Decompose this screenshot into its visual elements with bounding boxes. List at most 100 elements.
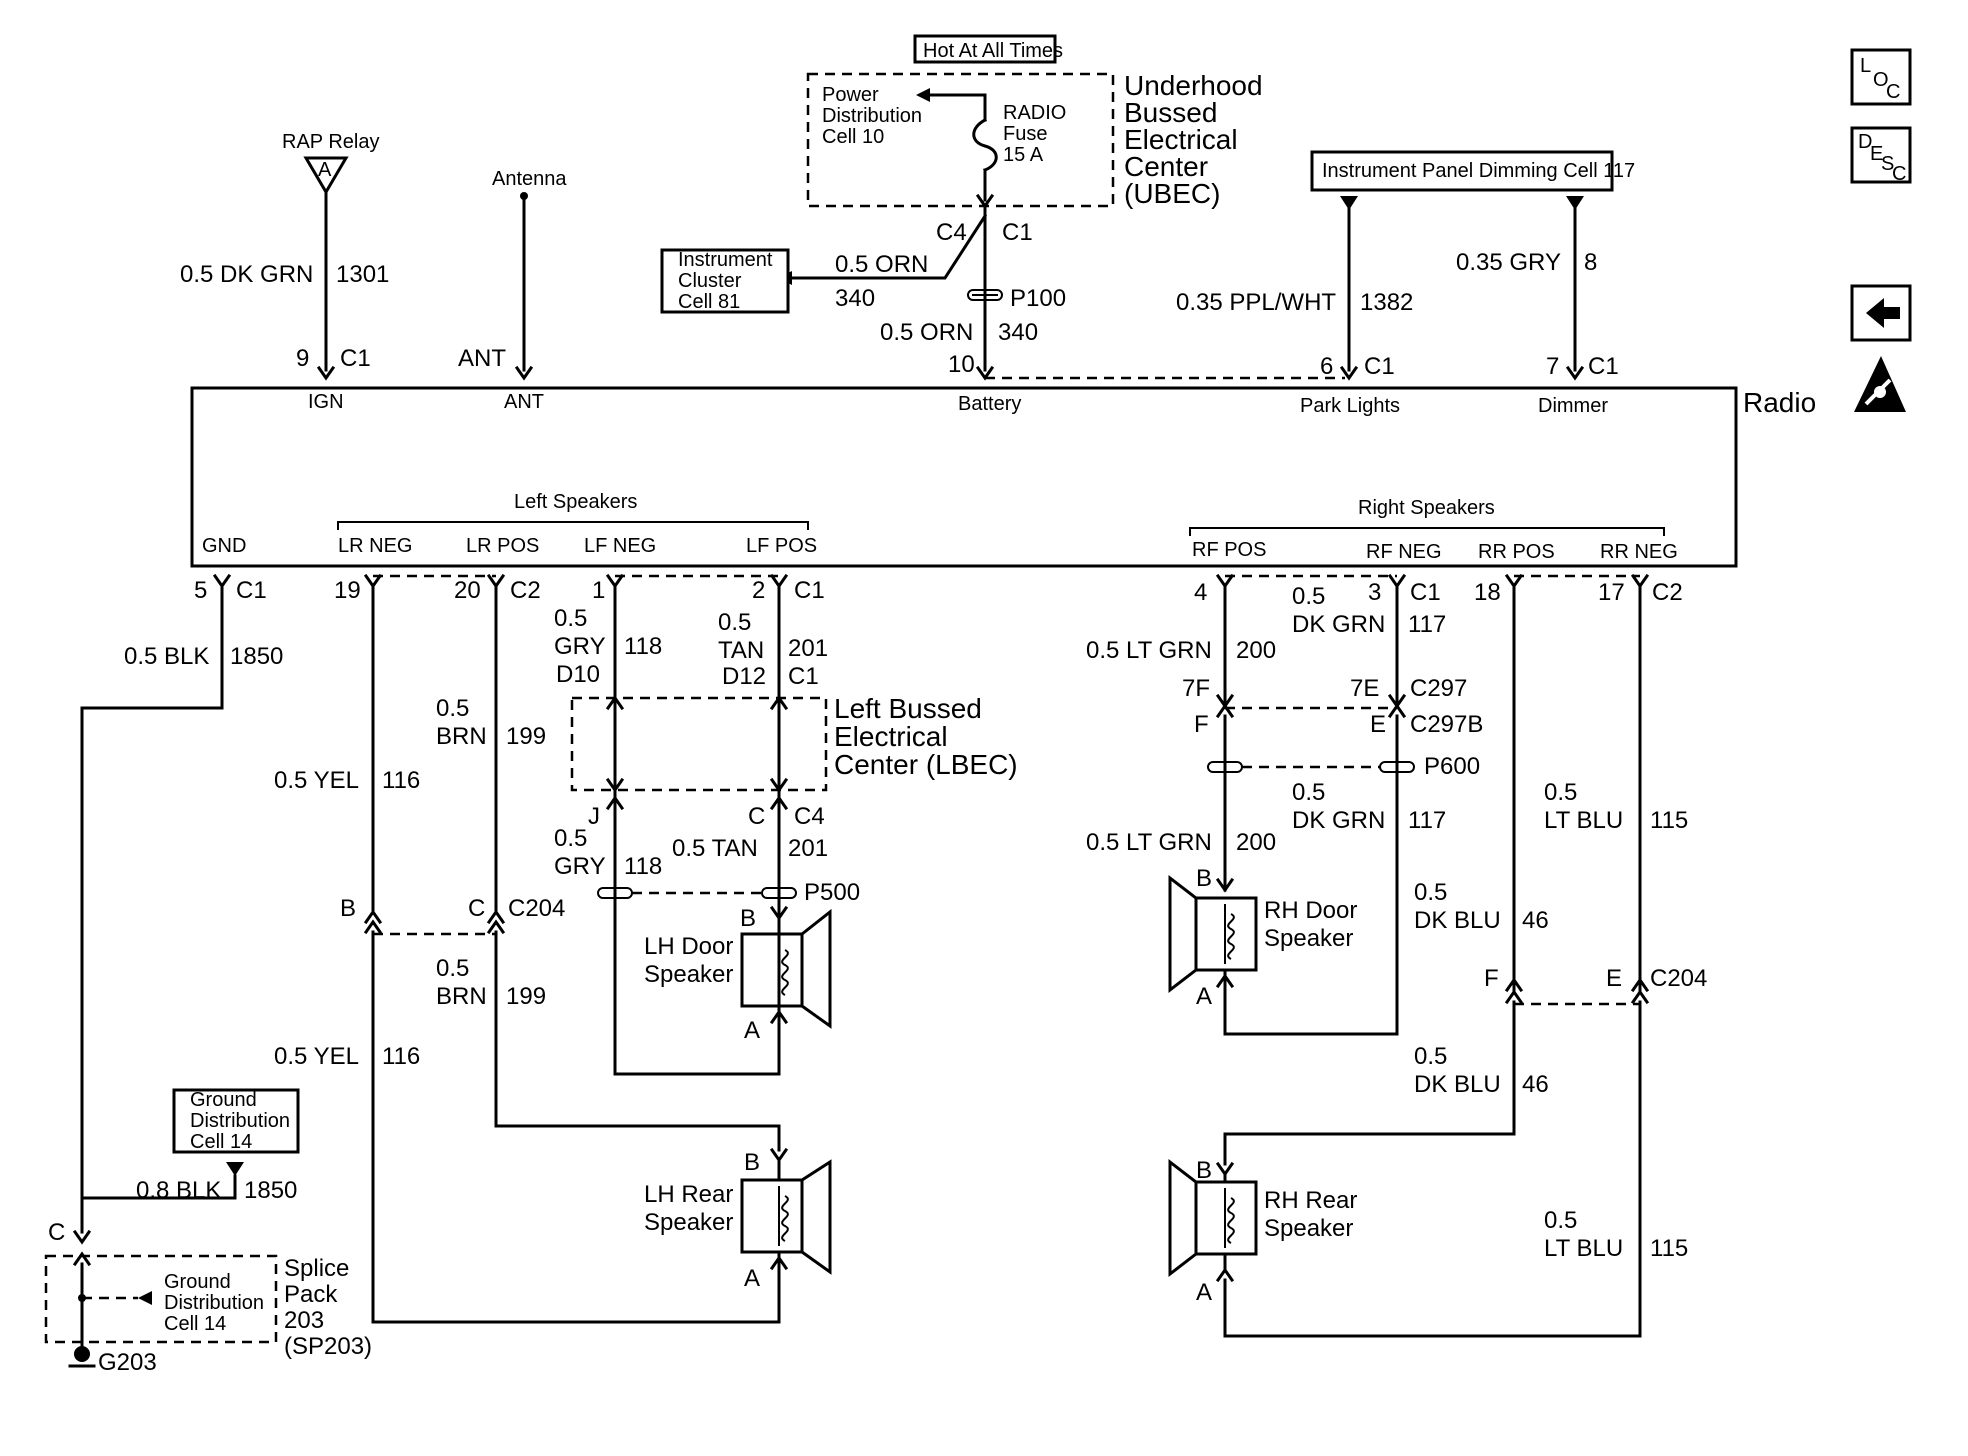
- fuse-label-2: Fuse: [1003, 123, 1047, 145]
- rh-rear-b-label: B: [1196, 1157, 1212, 1184]
- w115-circuit-top: 115: [1650, 807, 1688, 834]
- w199-circuit-bot: 199: [506, 983, 546, 1010]
- power-dist-label-3: Cell 10: [822, 126, 884, 148]
- w115-gauge-bot: 0.5: [1544, 1207, 1577, 1234]
- ant-pin-label: ANT: [458, 345, 506, 372]
- pin2-conn-label: C1: [794, 577, 825, 604]
- w118-gauge-bot: 0.5: [554, 825, 587, 852]
- pin9-conn-label: C1: [340, 345, 371, 372]
- w116-gauge-top: 0.5 YEL: [274, 767, 359, 794]
- antenna-label: Antenna: [492, 168, 567, 190]
- sp-label-3: 203: [284, 1307, 324, 1334]
- pin17-conn-label: C2: [1652, 579, 1683, 606]
- rh-door-speaker-icon: [1168, 874, 1258, 994]
- radio-gnd-label: GND: [202, 535, 246, 557]
- esd-warning-icon: [1854, 356, 1906, 412]
- rh-door-label-1: RH Door: [1264, 897, 1357, 924]
- rh-door-b-label: B: [1196, 865, 1212, 892]
- loc-button-c: C: [1886, 81, 1900, 103]
- sp-gd-label-1: Ground: [164, 1271, 231, 1293]
- w8-gauge: 0.35 GRY: [1456, 249, 1561, 276]
- pin6-label: 6: [1320, 353, 1333, 380]
- d12-conn-label: C1: [788, 663, 819, 690]
- w116-circuit-top: 116: [382, 767, 420, 794]
- w116-circuit-bot: 116: [382, 1043, 420, 1070]
- lh-rear-label-2: Speaker: [644, 1209, 733, 1236]
- radio-rr-neg-label: RR NEG: [1600, 541, 1678, 563]
- w116-gauge-bot: 0.5 YEL: [274, 1043, 359, 1070]
- sp-label-1: Splice: [284, 1255, 349, 1282]
- pe-label: E: [1370, 711, 1386, 738]
- w46-gauge-top: 0.5: [1414, 879, 1447, 906]
- pin-j-label: J: [588, 803, 600, 830]
- sp-label-2: Pack: [284, 1281, 338, 1308]
- w46-gauge-bot: 0.5: [1414, 1043, 1447, 1070]
- radio-rf-neg-label: RF NEG: [1366, 541, 1442, 563]
- pin7-label: 7: [1546, 353, 1559, 380]
- w1301-circuit: 1301: [336, 261, 389, 288]
- arrow-left-icon: [916, 88, 930, 102]
- w46-color-bot: DK BLU: [1414, 1071, 1501, 1098]
- rh-door-label-2: Speaker: [1264, 925, 1353, 952]
- pin18-label: 18: [1474, 579, 1501, 606]
- sp-label-4: (SP203): [284, 1333, 372, 1360]
- ubec-label-1: Underhood: [1124, 70, 1263, 101]
- lbec-box: [570, 696, 828, 792]
- w201-gauge-top: 0.5: [718, 609, 751, 636]
- radio-park-lights-label: Park Lights: [1300, 395, 1400, 417]
- back-button[interactable]: [1850, 284, 1912, 342]
- gd-label-1: Ground: [190, 1089, 257, 1111]
- w118-color-top: GRY: [554, 633, 606, 660]
- sp-gd-label-2: Distribution: [164, 1292, 264, 1314]
- lbec-label-3: Center (LBEC): [834, 749, 1018, 780]
- pin4-label: 4: [1194, 579, 1207, 606]
- c204-label-right: C204: [1650, 965, 1707, 992]
- w340-circuit-b: 340: [998, 319, 1038, 346]
- rap-relay-label: RAP Relay: [282, 131, 379, 153]
- p500-splice-icon: [597, 887, 797, 899]
- fuse-label-1: RADIO: [1003, 102, 1066, 124]
- p7f-label: 7F: [1182, 675, 1210, 702]
- w201-color-top: TAN: [718, 637, 764, 664]
- w199-gauge-top: 0.5: [436, 695, 469, 722]
- ic-label-1: Instrument: [678, 249, 773, 271]
- back-arrow-icon: [1866, 298, 1900, 328]
- ubec-box: [806, 72, 1115, 208]
- lh-door-speaker-icon: [740, 908, 832, 1029]
- w201-circuit-bot: 201: [788, 835, 828, 862]
- w201-gauge-bot: 0.5 TAN: [672, 835, 758, 862]
- radio-ant-label: ANT: [504, 391, 544, 413]
- lh-door-label-2: Speaker: [644, 961, 733, 988]
- loc-button-l: L: [1860, 55, 1871, 77]
- pin20-conn-label: C2: [510, 577, 541, 604]
- w200-gauge-top: 0.5 LT GRN: [1086, 637, 1212, 664]
- gd-label-3: Cell 14: [190, 1131, 252, 1153]
- w199-color-top: BRN: [436, 723, 487, 750]
- fuse-label-3: 15 A: [1003, 144, 1044, 166]
- pin10-label: 10: [948, 351, 975, 378]
- w46-color-top: DK BLU: [1414, 907, 1501, 934]
- c204-b-label: B: [340, 895, 356, 922]
- rh-rear-speaker-icon: [1168, 1158, 1258, 1278]
- pin19-label: 19: [334, 577, 361, 604]
- desc-button[interactable]: D E S C: [1850, 126, 1912, 185]
- w46-circuit-top: 46: [1522, 907, 1549, 934]
- w1850-circuit-b: 1850: [244, 1177, 297, 1204]
- w1301-gauge: 0.5 DK GRN: [180, 261, 313, 288]
- w199-gauge-bot: 0.5: [436, 955, 469, 982]
- rh-door-a-label: A: [1196, 983, 1212, 1010]
- right-speakers-label: Right Speakers: [1358, 497, 1495, 519]
- lh-door-label-1: LH Door: [644, 933, 733, 960]
- p600-label: P600: [1424, 753, 1480, 780]
- loc-button-o: O: [1873, 69, 1889, 91]
- loc-button[interactable]: L O C: [1850, 48, 1912, 106]
- c204-c-label: C: [468, 895, 485, 922]
- desc-button-s: S: [1881, 153, 1894, 175]
- c1-fuse-label: C1: [1002, 219, 1033, 246]
- w1850-gauge: 0.5 BLK: [124, 643, 209, 670]
- w118-gauge-top: 0.5: [554, 605, 587, 632]
- w46-circuit-bot: 46: [1522, 1071, 1549, 1098]
- c204-f-label: F: [1484, 965, 1499, 992]
- pin7-conn-label: C1: [1588, 353, 1619, 380]
- p500-label: P500: [804, 879, 860, 906]
